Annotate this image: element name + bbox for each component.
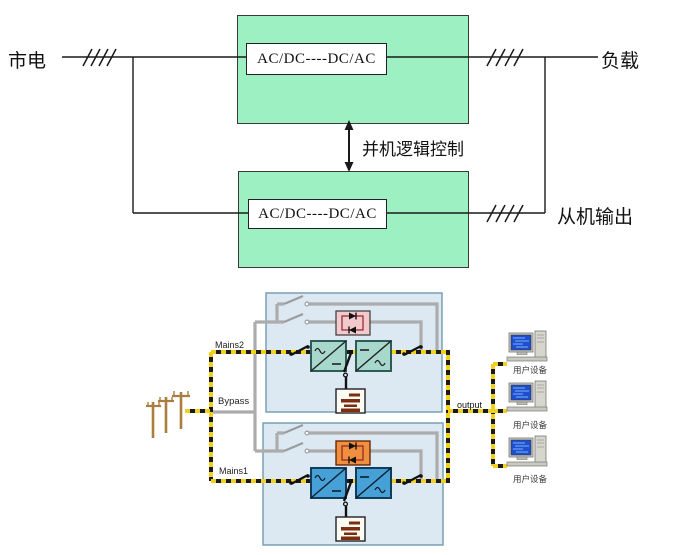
- slave-output-label: 从机输出: [557, 207, 634, 228]
- computer-icon: [506, 435, 548, 467]
- ups1-static-switch: [335, 440, 371, 466]
- ups1-battery-branch: [335, 479, 366, 542]
- user-device-label-1: 用户设备: [513, 365, 548, 375]
- ups1-static-bypass-path: [277, 449, 423, 480]
- parallel-control-label: 并机逻辑控制: [362, 140, 464, 159]
- power-path-switches: [290, 345, 422, 485]
- breaker-switch-icon: [283, 294, 304, 306]
- top-wiring: [62, 56, 598, 214]
- mains-label: 市电: [8, 51, 47, 72]
- ups2-rectifier: [310, 340, 347, 372]
- breaker-switch-icon: [283, 312, 304, 324]
- parallel-control-arrow: [344, 120, 354, 172]
- ups1-maintenance-bypass: [277, 431, 439, 480]
- ups2-inverter: [355, 340, 392, 372]
- bypass-breaker-blades: [283, 294, 304, 453]
- battery-icon: [335, 516, 366, 542]
- battery-switch-blade: [342, 481, 353, 502]
- battery-switch-blade: [342, 352, 353, 373]
- arrow-head-down: [344, 162, 354, 172]
- arrow-head-up: [344, 120, 354, 130]
- bypass-label: Bypass: [218, 396, 250, 407]
- load-label: 负载: [601, 51, 640, 72]
- breaker-switch-icon: [283, 441, 304, 453]
- phase-slash-marks-input: [82, 48, 117, 67]
- user-device-label-2: 用户设备: [513, 420, 548, 430]
- ups2-battery-branch: [335, 350, 366, 414]
- user-computers: [506, 330, 548, 467]
- breaker-contacts: [304, 301, 310, 454]
- ups2-maintenance-bypass: [277, 302, 439, 351]
- breaker-switch-icon: [283, 423, 304, 435]
- computer-icon: [506, 330, 548, 362]
- computer-icon: [506, 380, 548, 412]
- switch-blade-icon: [403, 474, 422, 485]
- mains1-label: Mains1: [219, 466, 249, 476]
- phase-slash-marks-master-out: [486, 48, 524, 67]
- ups1-inverter: [355, 467, 392, 499]
- user-device-label-3: 用户设备: [513, 474, 548, 484]
- switch-blade-icon: [290, 345, 309, 356]
- utility-poles-icon: [146, 391, 190, 438]
- power-path-switch-dots: [289, 345, 423, 485]
- ups2-static-bypass-path: [277, 320, 423, 351]
- slave-ups-converter-label: AC/DC----DC/AC: [248, 199, 387, 229]
- mains2-label: Mains2: [215, 340, 245, 350]
- ups1-rectifier: [310, 467, 347, 499]
- slave-ups-text: AC/DC----DC/AC: [258, 205, 377, 222]
- master-ups-text: AC/DC----DC/AC: [257, 50, 376, 67]
- power-line-stripes: [185, 350, 507, 483]
- power-path: [185, 350, 507, 483]
- ups2-static-switch: [335, 310, 371, 336]
- switch-blade-icon: [403, 345, 422, 356]
- switch-blade-icon: [290, 474, 309, 485]
- output-label: output: [457, 400, 483, 410]
- bypass-wiring-gray: [211, 302, 439, 480]
- master-ups-converter-label: AC/DC----DC/AC: [246, 43, 387, 75]
- phase-slash-marks-slave-out: [486, 204, 524, 223]
- battery-icon: [335, 388, 366, 414]
